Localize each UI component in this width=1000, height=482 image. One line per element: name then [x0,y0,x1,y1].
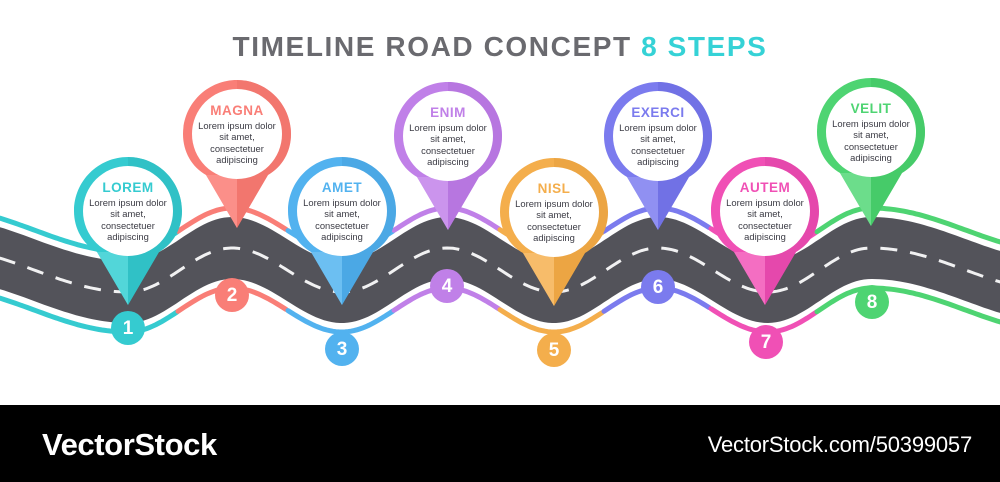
step-number-badge-8[interactable]: 8 [855,285,889,319]
pin-title-step-5: NISL [537,180,571,196]
pin-shape-icon [604,82,712,230]
footer-bar: VectorStock VectorStock.com/50399057 [0,405,1000,482]
title-accent-text: 8 STEPS [641,31,768,62]
pin-shape-icon [500,158,608,306]
pin-title-step-2: MAGNA [210,102,264,118]
pin-title-step-1: LOREM [102,179,154,195]
step-number-badge-6[interactable]: 6 [641,270,675,304]
pin-shape-icon [183,80,291,228]
step-number-badge-1[interactable]: 1 [111,311,145,345]
pin-shape-icon [288,157,396,305]
pin-shape-icon [817,78,925,226]
pin-title-step-8: VELIT [850,100,892,116]
pin-body-step-3: Lorem ipsum dolor sit amet, consectetuer… [303,196,381,242]
step-number-badge-4[interactable]: 4 [430,269,464,303]
pin-body-step-8: Lorem ipsum dolor sit amet, consectetuer… [832,117,910,163]
pin-shape-icon [394,82,502,230]
pin-title-step-7: AUTEM [739,179,791,195]
footer-brand-label: VectorStock [42,427,217,462]
pin-shape-icon [711,157,819,305]
step-number-badge-3[interactable]: 3 [325,332,359,366]
step-number-badge-5[interactable]: 5 [537,333,571,367]
step-number-badge-7[interactable]: 7 [749,325,783,359]
pin-title-step-4: ENIM [430,104,466,120]
pin-body-step-4: Lorem ipsum dolor sit amet, consectetuer… [409,121,487,167]
pin-shape-icon [74,157,182,305]
pin-body-step-1: Lorem ipsum dolor sit amet, consectetuer… [89,196,167,242]
pin-title-step-3: AMET [321,179,363,195]
page-title: TIMELINE ROAD CONCEPT 8 STEPS [0,31,1000,63]
pin-title-step-6: EXERCI [631,104,685,120]
step-number-badge-2[interactable]: 2 [215,278,249,312]
pin-body-step-7: Lorem ipsum dolor sit amet, consectetuer… [726,196,804,242]
pin-body-step-2: Lorem ipsum dolor sit amet, consectetuer… [198,119,276,165]
pin-body-step-5: Lorem ipsum dolor sit amet, consectetuer… [515,197,593,243]
footer-url-label: VectorStock.com/50399057 [707,432,972,457]
title-main-text: TIMELINE ROAD CONCEPT [232,31,642,62]
pin-body-step-6: Lorem ipsum dolor sit amet, consectetuer… [619,121,697,167]
